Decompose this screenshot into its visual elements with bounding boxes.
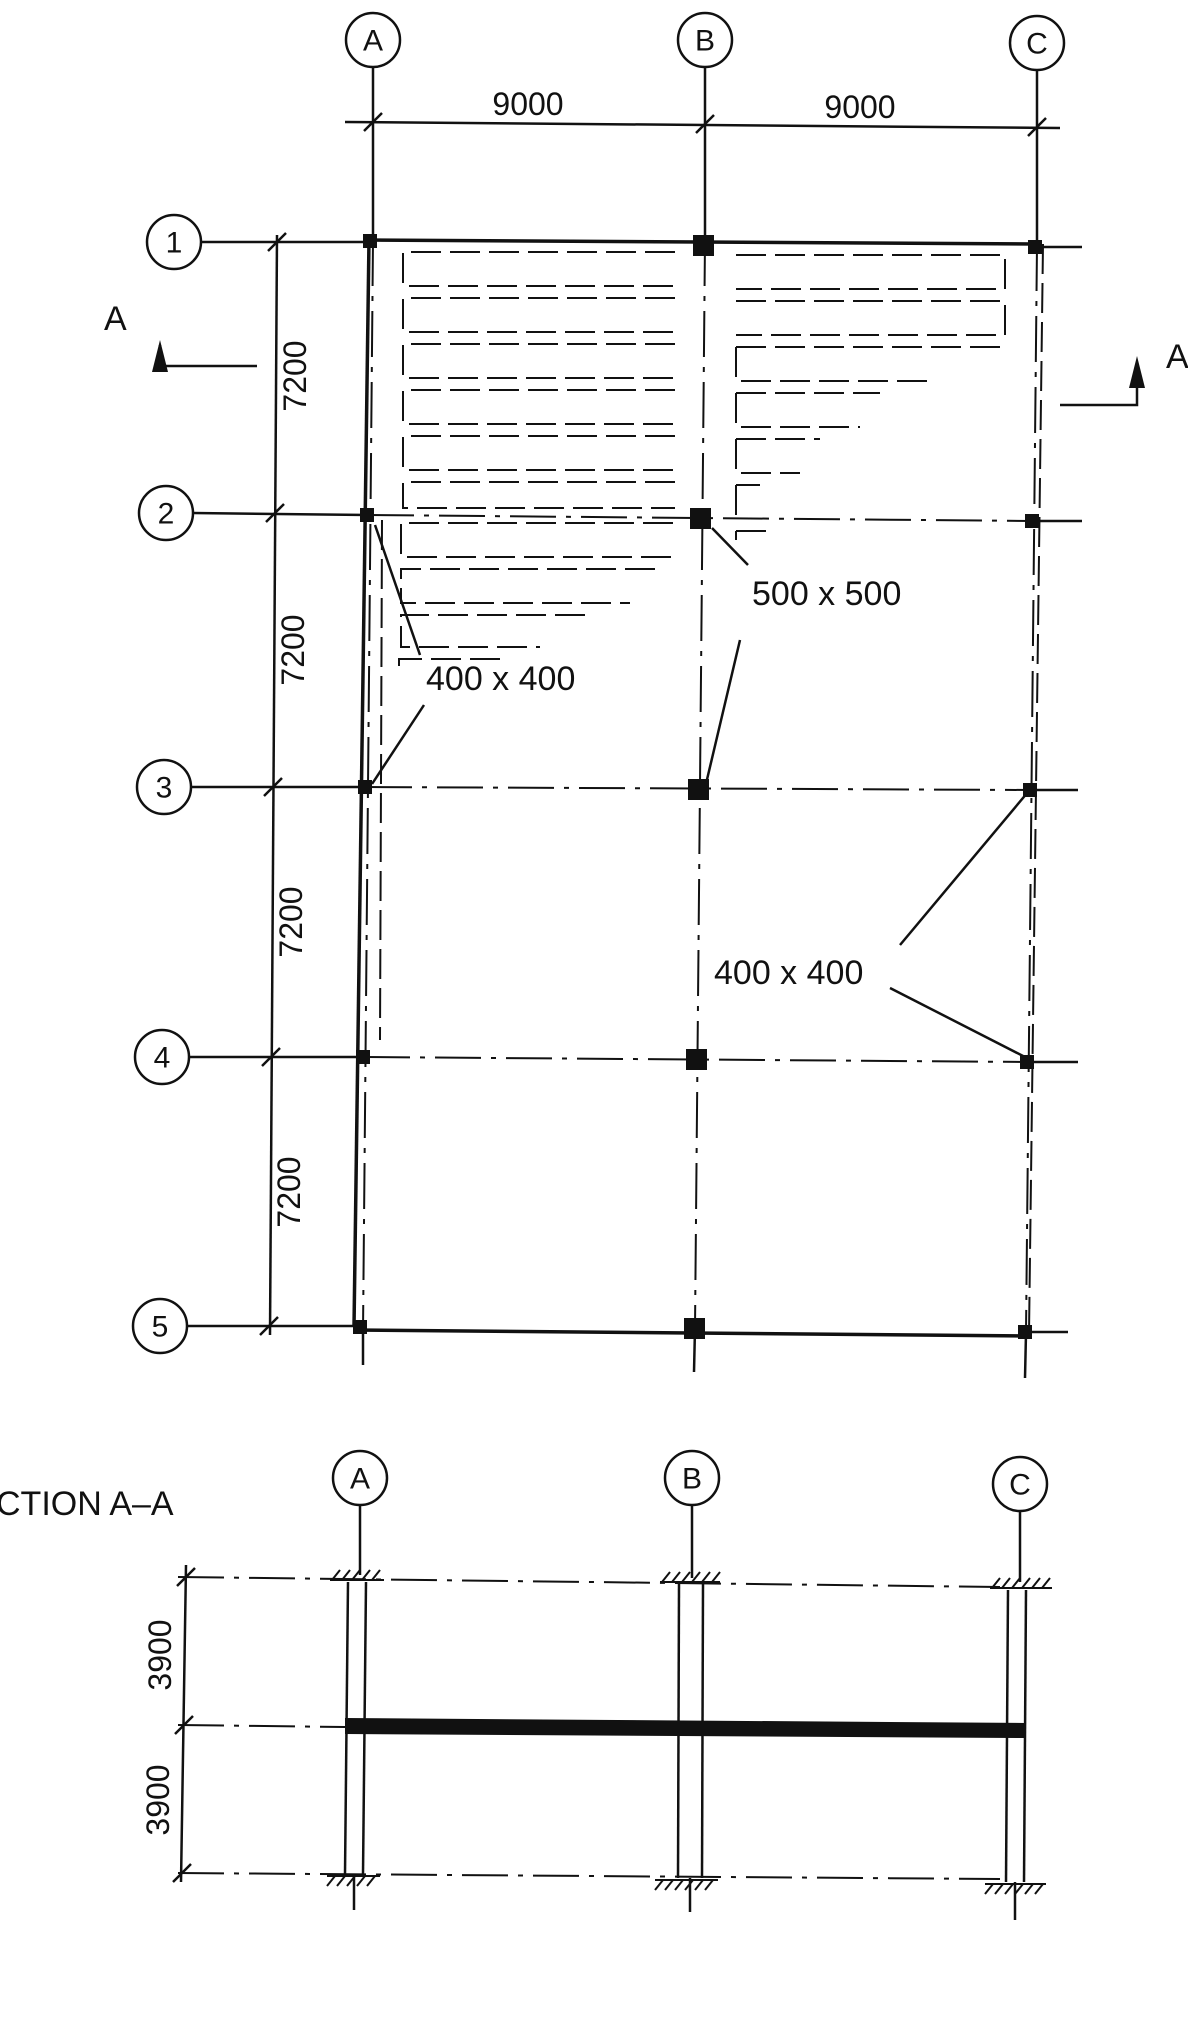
column-c1 <box>1028 240 1042 254</box>
column-a5 <box>353 1320 367 1334</box>
column-c5 <box>1018 1325 1032 1339</box>
section-column-b <box>654 1505 721 1912</box>
svg-text:B: B <box>695 25 715 58</box>
section-column-c <box>984 1511 1052 1920</box>
bay-dim-4-5: 7200 <box>271 1156 307 1227</box>
column-a3 <box>358 780 372 794</box>
span-dim-ab: 9000 <box>492 86 563 122</box>
section-bubble-a: A <box>331 1449 389 1507</box>
plan-columns <box>353 234 1042 1339</box>
svg-text:A: A <box>1166 338 1188 376</box>
svg-text:C: C <box>1009 1469 1031 1502</box>
bay-dimension-line: 7200 7200 7200 7200 <box>259 232 313 1336</box>
svg-text:A: A <box>363 25 383 58</box>
column-a2 <box>360 508 374 522</box>
svg-text:5: 5 <box>152 1311 169 1344</box>
section-column-a <box>326 1505 384 1910</box>
column-a1 <box>363 234 377 248</box>
grid-bubble-2: 2 <box>137 484 195 542</box>
ribs-bay-ab <box>398 251 675 668</box>
svg-text:A: A <box>104 300 127 338</box>
storey-dim-upper: 3900 <box>142 1619 178 1690</box>
svg-text:3: 3 <box>156 772 173 805</box>
label-interior-column: 500 x 500 <box>752 575 901 613</box>
column-c4 <box>1020 1055 1034 1069</box>
svg-text:1: 1 <box>166 227 183 260</box>
section-marker-right: A <box>1060 338 1188 407</box>
column-size-leaders <box>370 524 1029 1059</box>
grid-bubble-1: 1 <box>145 213 203 271</box>
grid-bubble-3: 3 <box>135 758 193 816</box>
svg-text:C: C <box>1026 28 1048 61</box>
label-edge-column-left: 400 x 400 <box>426 660 575 698</box>
grid-bubble-4: 4 <box>133 1028 191 1086</box>
section-a-a: CTION A–A A B C 3900 3900 <box>0 1449 1052 1920</box>
section-bubble-c: C <box>991 1455 1049 1513</box>
grid-bubble-b: B <box>676 11 734 69</box>
svg-text:2: 2 <box>158 498 175 531</box>
span-dimension-line: 9000 9000 <box>344 86 1061 137</box>
storey-dimension-line: 3900 3900 <box>140 1564 196 1883</box>
bay-dim-3-4: 7200 <box>273 886 309 957</box>
ribs-bay-bc <box>735 254 1006 540</box>
bay-dim-2-3: 7200 <box>275 614 311 685</box>
level-lines <box>177 1576 1001 1880</box>
column-b4 <box>686 1049 707 1070</box>
column-a4 <box>356 1050 370 1064</box>
span-dim-bc: 9000 <box>824 89 895 125</box>
section-marker-left: A <box>104 300 257 372</box>
grid-bubble-a: A <box>344 11 402 69</box>
section-bubble-b: B <box>663 1449 721 1507</box>
column-b3 <box>688 779 709 800</box>
storey-dim-lower: 3900 <box>140 1764 176 1835</box>
column-axes <box>361 67 1039 1379</box>
bay-dim-1-2: 7200 <box>277 340 313 411</box>
floor-plan: A B C 9000 9000 <box>104 11 1188 1379</box>
section-title: CTION A–A <box>0 1485 174 1523</box>
svg-text:A: A <box>350 1463 370 1496</box>
floor-slab <box>345 1718 1026 1738</box>
svg-text:4: 4 <box>154 1042 171 1075</box>
svg-text:B: B <box>682 1463 702 1496</box>
label-edge-column-right: 400 x 400 <box>714 954 863 992</box>
grid-bubble-5: 5 <box>131 1297 189 1355</box>
row-axes: 1 2 3 4 <box>131 213 1082 1355</box>
column-c2 <box>1025 514 1039 528</box>
column-b1 <box>693 235 714 256</box>
column-b5 <box>684 1318 705 1339</box>
grid-bubble-c: C <box>1008 14 1066 72</box>
column-b2 <box>690 508 711 529</box>
